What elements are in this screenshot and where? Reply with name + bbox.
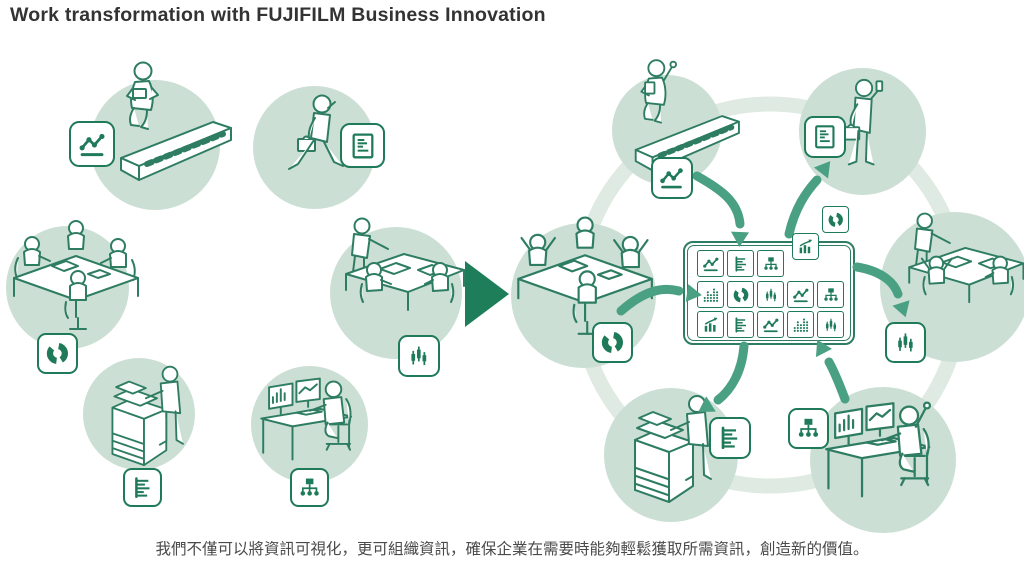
org-chart-tile [817, 281, 844, 308]
doc-text-icon [804, 116, 846, 158]
page-title: Work transformation with FUJIFILM Busine… [10, 4, 546, 26]
org-chart-icon [290, 468, 329, 507]
donut-chart-icon [592, 322, 633, 363]
candlestick-tile [817, 311, 844, 338]
growth-bars-icon [792, 233, 819, 260]
org-chart-tile [757, 250, 784, 277]
growth-bars-tile [697, 311, 724, 338]
doc-text-icon [340, 123, 385, 168]
desk-person-figure [260, 377, 353, 461]
candlestick-tile [757, 281, 784, 308]
line-chart-icon [651, 157, 693, 199]
doc-outline-tile [727, 250, 754, 277]
arrow-train-to-hub [692, 171, 745, 229]
dashboard-panel [683, 241, 855, 345]
caption-text: 我們不僅可以將資訊可視化，更可組織資訊，確保企業在需要時能夠輕鬆獲取所需資訊，創… [155, 541, 869, 558]
candlestick-icon [885, 322, 926, 363]
line-chart-tile [697, 250, 724, 277]
donut-chart-icon [37, 333, 78, 374]
walker-figure [288, 94, 344, 170]
dot-matrix-tile [697, 281, 724, 308]
copier-person-figure [111, 365, 184, 467]
doc-outline-icon [709, 417, 751, 459]
line-chart-tile [757, 311, 784, 338]
org-chart-icon [788, 408, 829, 449]
desk-person-celebrate-figure [825, 401, 932, 498]
arrow-hub-to-phone [784, 175, 822, 239]
donut-chart-icon [822, 206, 849, 233]
meeting-4-figure [13, 220, 139, 330]
meeting-4-celebrate-figure [517, 216, 653, 335]
line-chart-tile [787, 281, 814, 308]
candlestick-icon [398, 335, 440, 377]
dot-matrix-tile [787, 311, 814, 338]
meeting-3-figure [345, 217, 465, 311]
doc-outline-tile [727, 311, 754, 338]
doc-outline-icon [123, 468, 162, 507]
train-person-figure [120, 61, 232, 181]
line-chart-icon [69, 121, 115, 167]
donut-chart-tile [727, 281, 754, 308]
